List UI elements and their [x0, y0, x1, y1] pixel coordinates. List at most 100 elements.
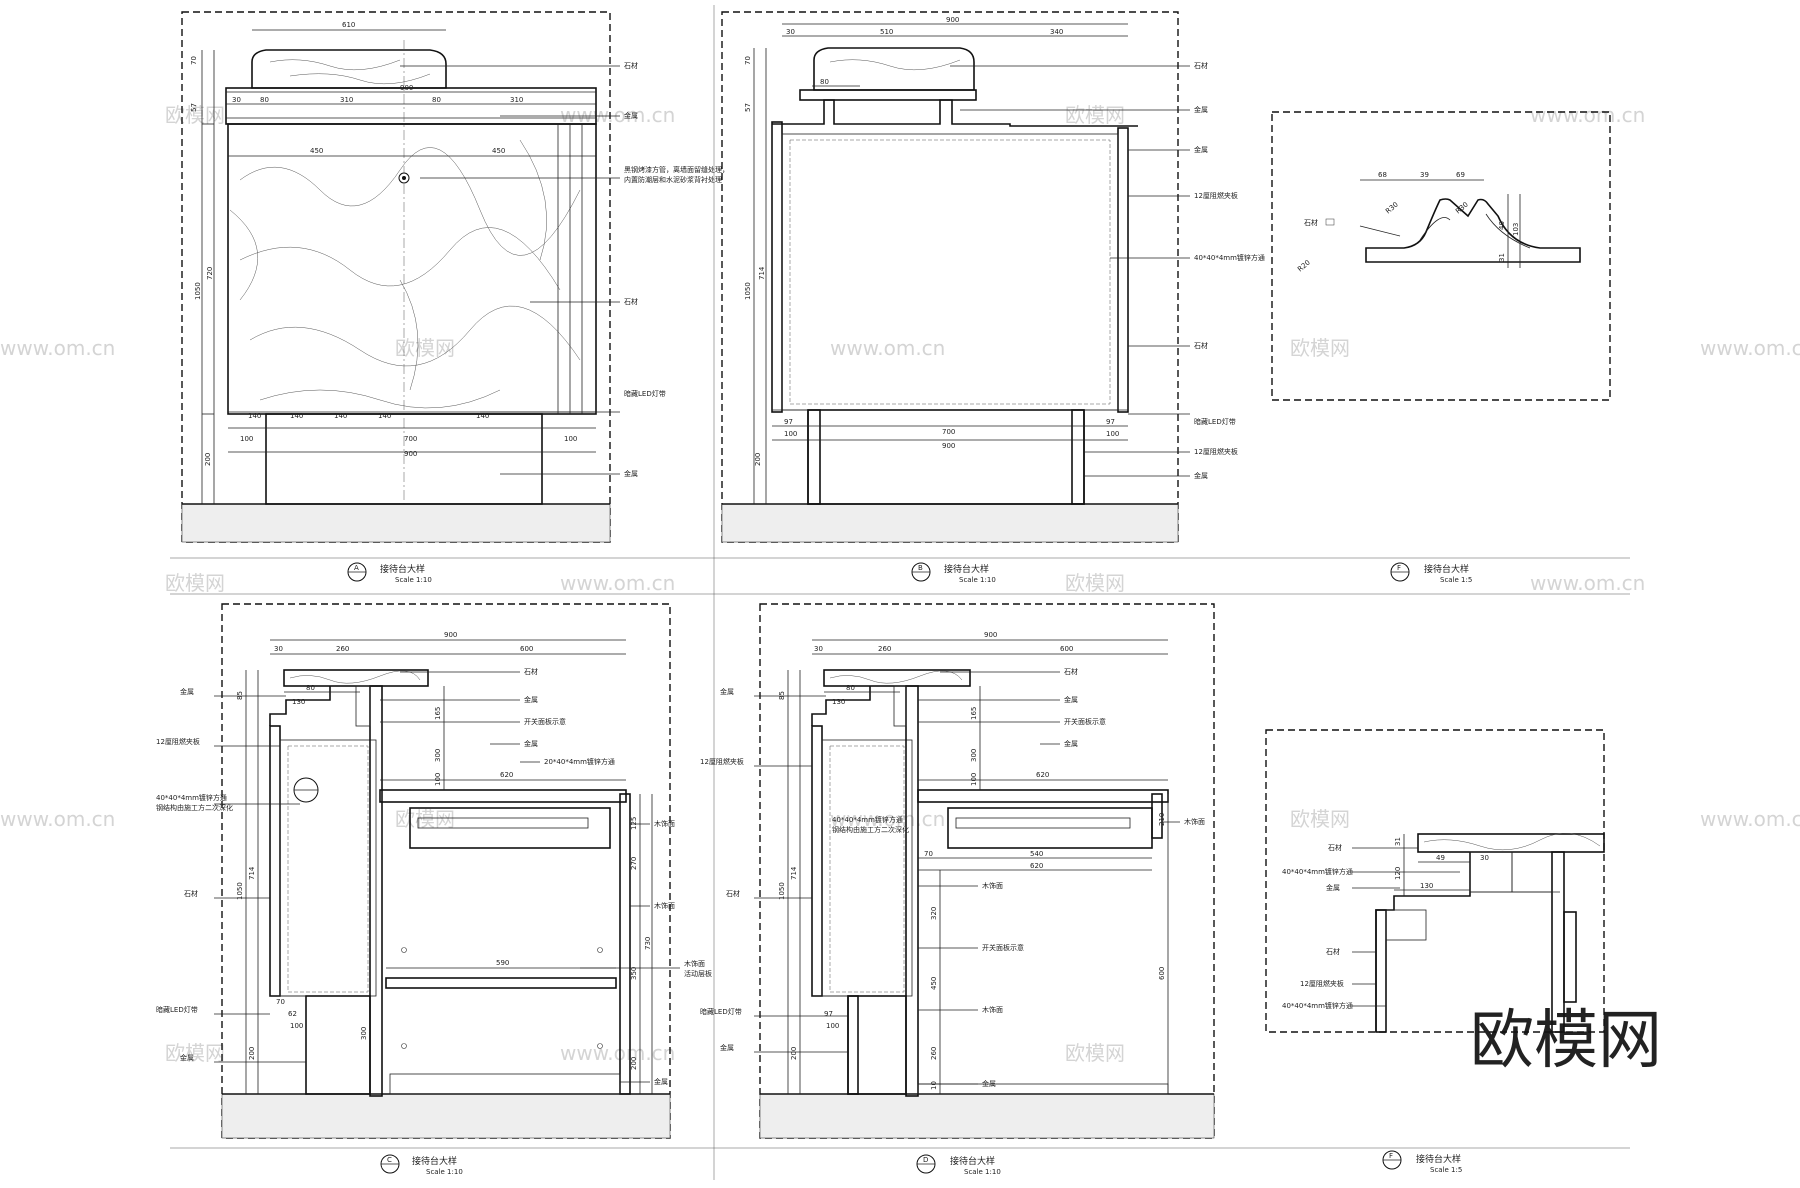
dim: 31: [1394, 837, 1402, 846]
dim: 80: [306, 684, 315, 692]
dim: 270: [630, 857, 638, 870]
label-b: 金属: [1194, 145, 1208, 154]
dim: 730: [644, 937, 652, 950]
dim: R30: [1454, 201, 1470, 216]
dim: 97: [824, 1010, 833, 1018]
label-d: 木饰面: [982, 1005, 1003, 1014]
label-c: 木饰面: [654, 819, 675, 828]
ground-slab: [721, 503, 1179, 543]
dim: 450: [492, 147, 505, 155]
dim: 80: [432, 96, 441, 104]
inner-frame: [781, 133, 1119, 411]
drawing-c: 900 30 260 600 80 130 85 714 1050 200 16…: [156, 603, 712, 1176]
watermark-text: 欧模网: [395, 336, 455, 360]
label-c: 金属: [180, 687, 194, 696]
watermark-text: 欧模网: [395, 807, 455, 831]
dim: 340: [1050, 28, 1063, 36]
watermark-text: 欧模网: [1065, 103, 1125, 127]
dim: 80: [260, 96, 269, 104]
label-a: 金属: [624, 469, 638, 478]
dim: 200: [248, 1047, 256, 1060]
label-d: 木饰面: [1184, 817, 1205, 826]
watermark-text: www.om.cn: [830, 807, 945, 831]
dim: 140: [334, 412, 347, 420]
dim: 320: [930, 907, 938, 920]
dim: 30: [814, 645, 823, 653]
label-c: 金属: [180, 1053, 194, 1062]
watermark-text: www.om.cn: [560, 1041, 675, 1065]
base-cavity: [807, 409, 1085, 505]
watermark-text: 欧模网: [165, 103, 225, 127]
watermark-text: www.om.cn: [830, 336, 945, 360]
drawing-title-c: 接待台大样: [412, 1155, 457, 1167]
dim: 140: [476, 412, 489, 420]
dim: 68: [1378, 171, 1387, 179]
dim: 700: [404, 435, 417, 443]
label-f2: 石材: [1326, 947, 1340, 956]
label-d: 暗藏LED灯带: [700, 1007, 742, 1016]
drawing-scale-f1: Scale 1:5: [1440, 576, 1472, 584]
dim: 30: [274, 645, 283, 653]
watermark-text: www.om.cn: [1530, 571, 1645, 595]
dim: 590: [496, 959, 509, 967]
drawing-title-a: 接待台大样: [380, 563, 425, 575]
dim: 10: [930, 1081, 938, 1090]
side-panel-right: [1117, 127, 1129, 413]
side-wall: [1375, 909, 1387, 1033]
label-c: 木饰面: [654, 901, 675, 910]
dim: 900: [946, 16, 959, 24]
dim: 120: [1394, 867, 1402, 880]
label-d: 开关面板示意: [1064, 717, 1106, 726]
drawing-scale-f2: Scale 1:5: [1430, 1166, 1462, 1174]
dim: 1050: [744, 282, 752, 300]
label-f2: 石材: [1328, 843, 1342, 852]
dim: 30: [1480, 854, 1489, 862]
label-c: 暗藏LED灯带: [156, 1005, 198, 1014]
drawing-title-f2: 接待台大样: [1416, 1153, 1461, 1165]
right-panel: [619, 793, 631, 1095]
side-panel-left: [771, 121, 783, 413]
label-d: 石材: [726, 889, 740, 898]
dim: 210: [1158, 813, 1166, 826]
dim: 30: [786, 28, 795, 36]
sheet-separators: [170, 5, 1630, 1180]
dim: 70: [276, 998, 285, 1006]
dim: 350: [630, 967, 638, 980]
frame-d: [759, 603, 1215, 1139]
dim: 57: [190, 103, 198, 112]
logo-watermark: 欧模网: [1470, 1004, 1662, 1078]
label-b: 石材: [1194, 61, 1208, 70]
dim: 540: [1030, 850, 1043, 858]
label-b: 金属: [1194, 105, 1208, 114]
ground-slab: [759, 1093, 1215, 1139]
drawing-f2: 31 49 30 130 120 石材 40*40*4mm镀锌方通 金属 石材 …: [1265, 729, 1605, 1174]
dim: 620: [1030, 862, 1043, 870]
label-d: 金属: [982, 1079, 996, 1088]
label-f2: 40*40*4mm镀锌方通: [1282, 867, 1353, 876]
stone-panel: [227, 123, 597, 415]
frame-b: [721, 11, 1179, 543]
dim: 80: [846, 684, 855, 692]
ground-slab: [181, 503, 611, 543]
section-tag-letter: D: [923, 1156, 928, 1164]
label-a: 石材: [624, 297, 638, 306]
dim: 97: [784, 418, 793, 426]
label-f2: 12厘阻燃夹板: [1300, 979, 1344, 988]
label-f1: 石材: [1304, 218, 1318, 227]
drawing-a: 610 900 30 80 310 80 310 450 450 70 57 1…: [181, 11, 729, 584]
dim: 165: [970, 707, 978, 720]
drawing-d: 900 30 260 600 80 130 85 714 1050 200 16…: [700, 603, 1215, 1176]
drawing-title-f1: 接待台大样: [1424, 563, 1469, 575]
dim: 100: [826, 1022, 839, 1030]
drawing-scale-c: Scale 1:10: [426, 1168, 463, 1176]
dim: 1050: [194, 282, 202, 300]
label-c: 金属: [524, 739, 538, 748]
watermark-text: www.om.cn: [0, 807, 115, 831]
dim: 69: [1456, 171, 1465, 179]
drawing-b: 900 30 510 340 80 70 57 1050 714 200 97 …: [721, 11, 1265, 584]
dim: 100: [564, 435, 577, 443]
dim: 100: [434, 773, 442, 786]
adjustable-shelf: [385, 977, 617, 989]
dim: 260: [930, 1047, 938, 1060]
dim: 85: [778, 691, 786, 700]
